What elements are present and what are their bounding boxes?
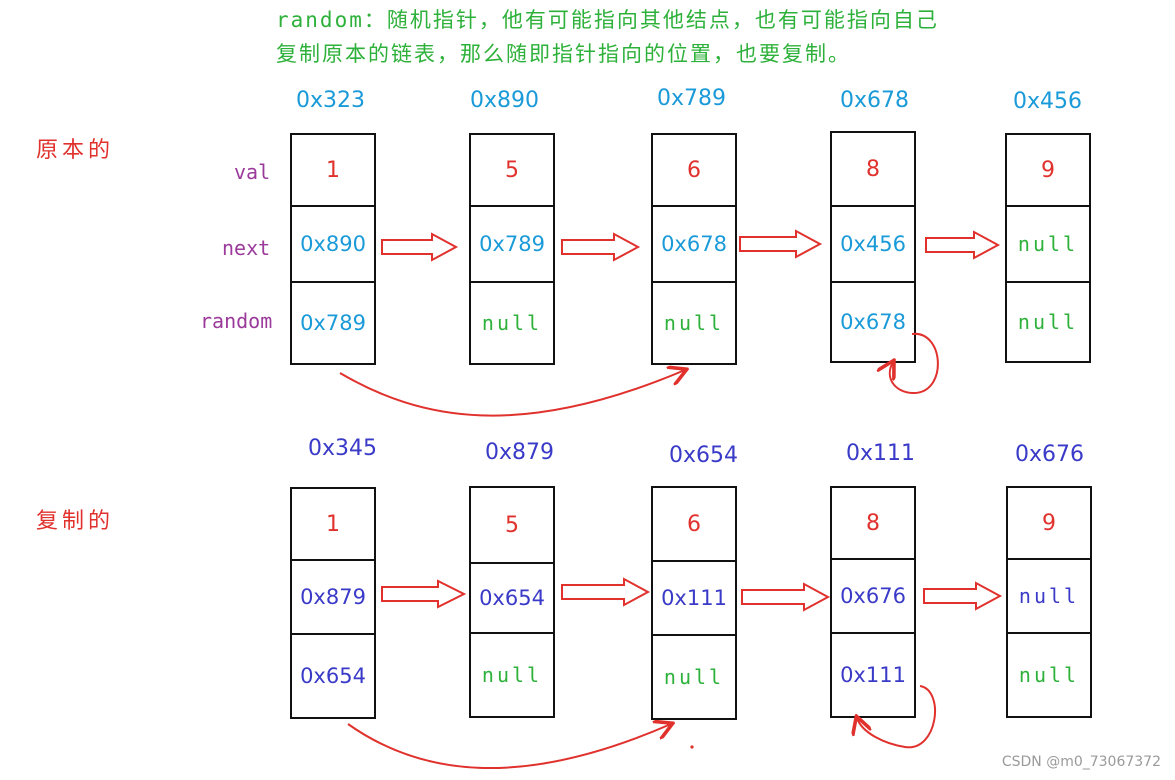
node-next: 0x654: [479, 586, 545, 610]
copy-node-4: 8 0x676 0x111: [830, 486, 916, 718]
copy-node-5: 9 null null: [1006, 486, 1092, 718]
note-line-1: random：随机指针，他有可能指向其他结点，也有可能指向自己: [276, 8, 939, 32]
copy-node-address: 0x654: [669, 443, 739, 468]
copy-node-address: 0x879: [485, 440, 555, 465]
node-random: 0x111: [840, 663, 906, 687]
node-random: 0x789: [300, 311, 366, 335]
original-node-address: 0x678: [840, 88, 910, 113]
copy-node-3: 6 0x111 null: [651, 486, 737, 720]
node-next: 0x879: [300, 585, 366, 609]
node-random: null: [663, 311, 725, 335]
node-val: 6: [687, 157, 701, 183]
val-label: val: [234, 160, 271, 184]
node-next: 0x111: [661, 586, 727, 610]
node-val: 1: [326, 157, 340, 183]
original-node-3: 6 0x678 null: [651, 133, 737, 365]
next-arrow: [739, 229, 823, 259]
node-val: 6: [687, 511, 701, 537]
node-val: 9: [1042, 510, 1056, 536]
copy-node-address: 0x111: [846, 441, 916, 466]
original-node-address: 0x789: [657, 86, 727, 111]
next-arrow: [561, 232, 641, 262]
stray-dot: [690, 745, 694, 749]
copy-node-address: 0x345: [308, 436, 378, 461]
node-random: null: [663, 665, 725, 689]
node-next: null: [1017, 232, 1079, 256]
node-random: null: [1017, 310, 1079, 334]
copy-node-1: 1 0x879 0x654: [290, 487, 376, 719]
node-random: 0x654: [300, 664, 366, 688]
random-self-loop: [857, 685, 937, 749]
next-arrow: [923, 581, 1003, 611]
original-node-2: 5 0x789 null: [469, 133, 555, 365]
original-node-address: 0x890: [470, 88, 540, 113]
copy-list-title: 复制的: [36, 509, 115, 534]
node-val: 9: [1041, 157, 1055, 183]
original-list-title: 原本的: [36, 138, 115, 163]
random-arrow: [347, 724, 671, 770]
original-node-1: 1 0x890 0x789: [290, 133, 376, 365]
node-next: 0x676: [840, 584, 906, 608]
node-next: 0x456: [840, 232, 906, 256]
node-next: null: [1018, 584, 1080, 608]
next-arrow: [925, 230, 1001, 260]
node-next: 0x890: [300, 232, 366, 256]
node-random: null: [1018, 663, 1080, 687]
random-self-loop: [890, 332, 939, 395]
note-line-2: 复制原本的链表，那么随即指针指向的位置，也要复制。: [276, 42, 851, 66]
next-arrow: [561, 577, 651, 607]
node-next: 0x678: [661, 232, 727, 256]
node-val: 8: [866, 156, 880, 182]
original-node-address: 0x323: [296, 88, 366, 113]
next-arrow: [381, 579, 467, 609]
node-random: null: [481, 663, 543, 687]
node-random: null: [481, 311, 543, 335]
random-label: random: [200, 309, 273, 333]
original-node-address: 0x456: [1013, 89, 1083, 114]
watermark: CSDN @m0_73067372: [1001, 754, 1161, 770]
node-val: 8: [866, 510, 880, 536]
next-arrow: [741, 582, 831, 612]
original-node-4: 8 0x456 0x678: [830, 131, 916, 363]
node-val: 5: [505, 512, 519, 538]
node-random: 0x678: [840, 310, 906, 334]
random-arrow: [339, 370, 685, 417]
copy-node-2: 5 0x654 null: [469, 486, 555, 718]
node-val: 1: [326, 511, 340, 537]
original-node-5: 9 null null: [1005, 133, 1091, 363]
next-arrow: [381, 232, 459, 262]
copy-node-address: 0x676: [1015, 442, 1085, 467]
node-val: 5: [505, 157, 519, 183]
next-label: next: [222, 236, 271, 260]
node-next: 0x789: [479, 232, 545, 256]
